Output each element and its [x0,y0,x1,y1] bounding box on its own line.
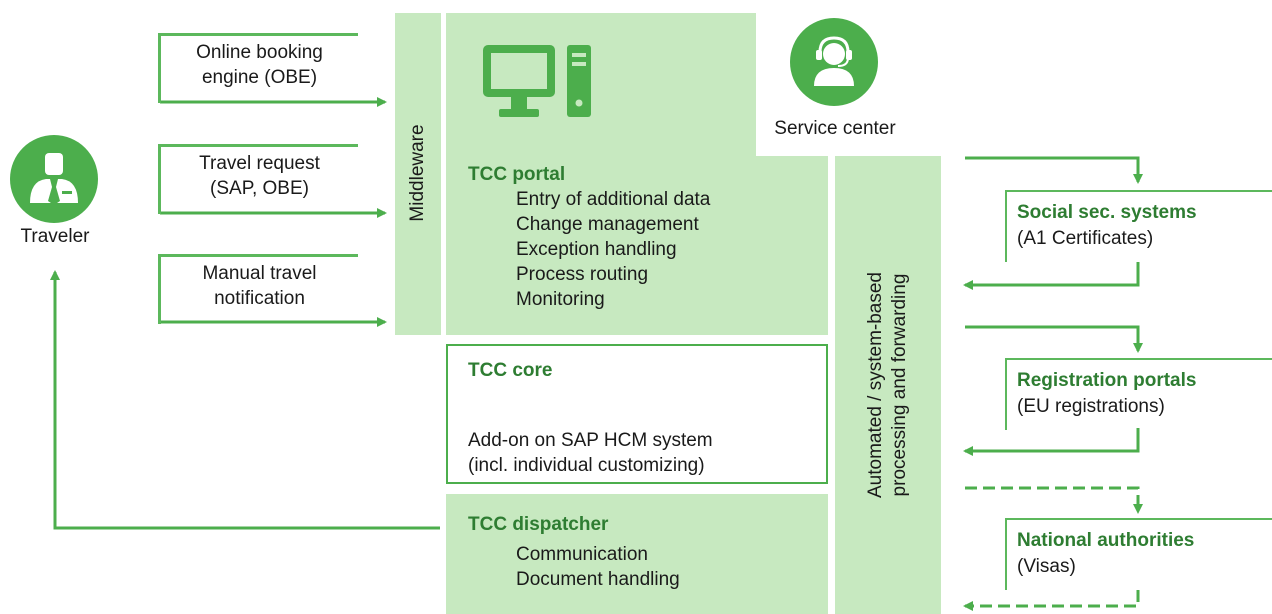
processing-label: Automated / system-based processing and … [865,272,910,498]
arrow-from-social-sec [963,262,1140,290]
national-authorities-title: National authorities [1017,530,1195,551]
national-authorities-subtitle: (Visas) [1017,556,1076,577]
tcc-core-line: (incl. individual customizing) [468,455,705,476]
middleware-bar [395,13,441,335]
input-travel-request: Travel request (SAP, OBE) [158,144,358,214]
service-center-icon [790,18,878,106]
registration-portals-title: Registration portals [1017,370,1197,391]
tcc-portal-content: TCC portal Entry of additional data Chan… [468,163,710,312]
tcc-core-title: TCC core [468,360,553,381]
traveler-label: Traveler [20,226,90,247]
registration-portals-box: Registration portals (EU registrations) [1005,358,1272,430]
middleware-label: Middleware [407,124,428,222]
dispatcher-item: Communication [516,544,648,565]
portal-item: Process routing [516,264,649,285]
tcc-dispatcher-title: TCC dispatcher [468,514,609,535]
national-authorities-box: National authorities (Visas) [1005,518,1272,590]
tcc-core-box: TCC core Add-on on SAP HCM system (incl.… [446,344,828,484]
tcc-portal-block-ext [750,156,828,335]
social-sec-title: Social sec. systems [1017,202,1197,223]
portal-item: Change management [516,214,699,235]
social-sec-subtitle: (A1 Certificates) [1017,228,1154,249]
portal-item: Entry of additional data [516,189,711,210]
portal-item: Exception handling [516,239,677,260]
computer-icon [483,45,603,123]
input-manual-notification: Manual travel notification [158,254,358,324]
portal-item: Monitoring [516,289,605,310]
traveler-icon [10,135,98,223]
arrow-to-national-authorities [965,486,1143,514]
arrow-dispatcher-to-traveler [50,270,440,530]
tcc-portal-title: TCC portal [468,164,566,185]
input-online-booking: Online booking engine (OBE) [158,33,358,103]
arrow-from-national-authorities [963,590,1140,611]
tcc-core-line: Add-on on SAP HCM system [468,430,713,451]
arrow-to-social-sec [965,156,1143,184]
social-sec-box: Social sec. systems (A1 Certificates) [1005,190,1272,262]
service-center-label: Service center [774,118,896,139]
registration-portals-subtitle: (EU registrations) [1017,396,1165,417]
dispatcher-item: Document handling [516,569,680,590]
tcc-dispatcher-block: TCC dispatcher Communication Document ha… [446,494,828,614]
arrow-to-registration [965,325,1143,353]
processing-column [835,156,941,614]
arrow-from-registration [963,428,1140,456]
